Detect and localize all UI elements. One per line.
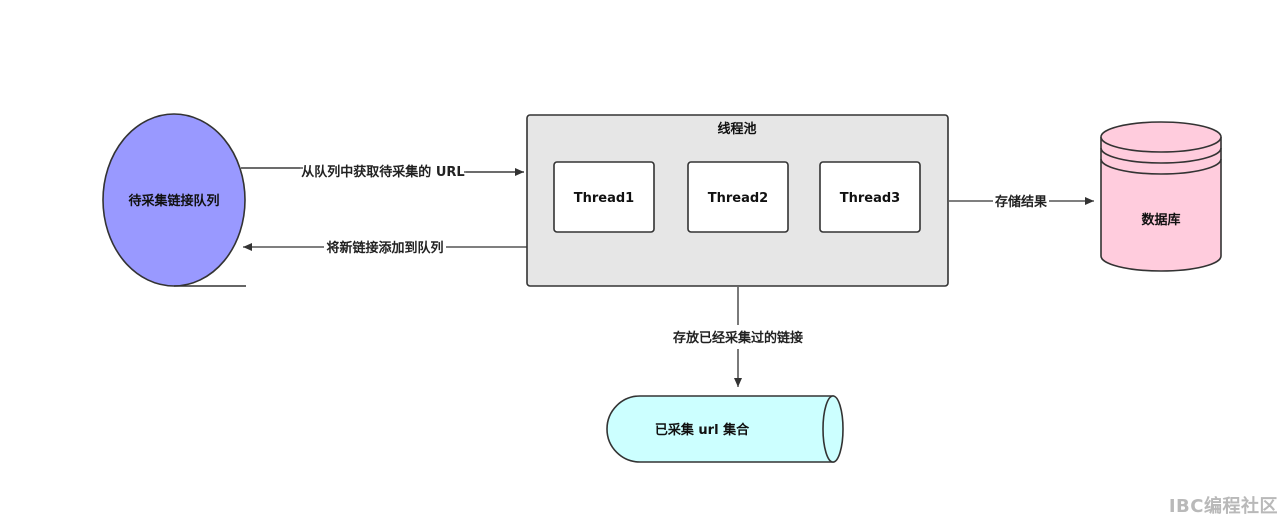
thread-pool-title: 线程池 — [717, 121, 756, 137]
thread-3-label: Thread3 — [840, 191, 900, 206]
edge-add-to-queue: 将新链接添加到队列 — [243, 240, 527, 256]
edge-get-from-queue: 从队列中获取待采集的 URL — [241, 164, 524, 180]
edge-get-from-queue-label: 从队列中获取待采集的 URL — [301, 164, 464, 180]
visited-set-label: 已采集 url 集合 — [655, 422, 750, 438]
database-ring-1 — [1100, 147, 1222, 164]
edge-store-result-label: 存储结果 — [995, 194, 1047, 210]
thread-1-label: Thread1 — [574, 191, 634, 206]
thread-3[interactable]: Thread3 — [819, 161, 921, 233]
database-ring-2 — [1100, 158, 1222, 175]
edge-store-result: 存储结果 — [949, 194, 1094, 210]
database-top — [1100, 121, 1222, 153]
database-node[interactable]: 数据库 — [1100, 121, 1222, 272]
database-body — [1100, 137, 1222, 272]
visited-set-end — [822, 395, 844, 463]
thread-3-box — [819, 161, 921, 233]
thread-2-box — [687, 161, 789, 233]
queue-label: 待采集链接队列 — [127, 193, 219, 209]
visited-set-body — [606, 395, 834, 463]
watermark-logo: IBC编程社区 — [1168, 496, 1278, 517]
edge-store-visited-label: 存放已经采集过的链接 — [673, 330, 803, 346]
queue-node[interactable]: 待采集链接队列 — [102, 113, 246, 287]
thread-1-box — [553, 161, 655, 233]
thread-2[interactable]: Thread2 — [687, 161, 789, 233]
thread-pool[interactable]: 线程池 Thread1 Thread2 Thread3 — [526, 114, 949, 287]
edge-add-to-queue-label: 将新链接添加到队列 — [326, 240, 443, 256]
edge-store-visited: 存放已经采集过的链接 — [673, 287, 803, 387]
thread-2-label: Thread2 — [708, 191, 768, 206]
database-label: 数据库 — [1141, 212, 1180, 228]
thread-1[interactable]: Thread1 — [553, 161, 655, 233]
visited-set-node[interactable]: 已采集 url 集合 — [606, 395, 844, 463]
